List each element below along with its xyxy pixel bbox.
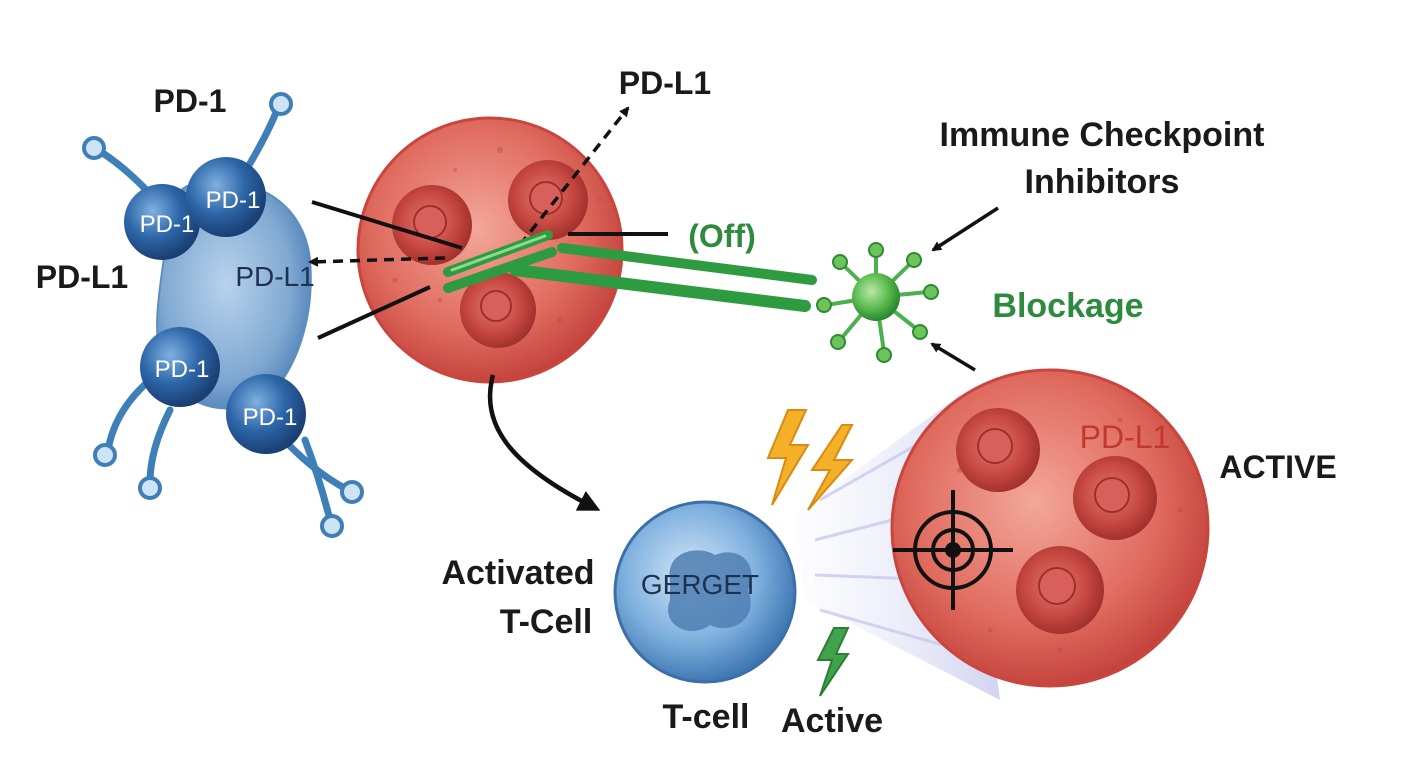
receptor-label: PD-1 — [140, 211, 195, 238]
checkpoint-inhibitor-molecule — [816, 242, 939, 363]
activated-t-cell: GERGET — [613, 500, 797, 684]
tumor-cell-center — [356, 116, 624, 384]
activated-line1: Activated — [441, 554, 594, 592]
receptor-label: PD-1 — [243, 404, 298, 431]
target-crosshair-icon — [893, 490, 1013, 610]
t-cell-with-pd1-receptors: PD-1 PD-1 PD-1 PD-1 PD-L1 — [82, 92, 364, 538]
receptor-label: PD-1 — [155, 356, 210, 383]
pdl1-left-label: PD-L1 — [36, 259, 128, 295]
lightning-icon — [766, 409, 855, 511]
tumor-cell-right: PD-L1 — [890, 368, 1210, 688]
nucleus-1 — [392, 185, 472, 265]
receptor-label: PD-1 — [206, 187, 261, 214]
receptor-1: PD-1 — [124, 184, 200, 260]
t-cell-nucleus — [668, 550, 752, 631]
nucleus-3 — [460, 272, 536, 348]
lightning-icon — [816, 627, 850, 697]
receptor-2: PD-1 — [186, 157, 266, 237]
pdl1-tumor-label: PD-L1 — [1080, 419, 1171, 455]
nucleus-c — [1016, 546, 1104, 634]
nucleus-b — [1073, 456, 1157, 540]
tcell-nucleus-label: GERGET — [641, 569, 759, 600]
nucleus-2 — [508, 160, 588, 240]
dashed-arrows — [308, 106, 630, 267]
receptor-tips — [82, 92, 364, 538]
receptor-4: PD-1 — [226, 374, 306, 454]
inhibitor-arrows — [930, 206, 999, 372]
pointer-lines-left — [311, 200, 668, 340]
receptor-3: PD-1 — [140, 327, 220, 407]
pdl1-on-cell-label: PD-L1 — [235, 261, 314, 292]
binding-rods — [443, 230, 817, 312]
activated-line2: T-Cell — [500, 603, 593, 641]
curved-arrow — [487, 374, 601, 511]
immune-checkpoint-line1: Immune Checkpoint — [940, 116, 1265, 154]
active-lower-label: Active — [781, 702, 883, 740]
nucleus-a — [956, 408, 1040, 492]
immune-checkpoint-line2: Inhibitors — [1025, 163, 1180, 201]
tcell-label: T-cell — [663, 698, 750, 736]
blockage-label: Blockage — [992, 287, 1143, 325]
off-label: (Off) — [688, 218, 756, 254]
active-upper-label: ACTIVE — [1219, 449, 1336, 485]
pd1-top-label: PD-1 — [154, 83, 227, 119]
pdl1-top-arrow-label: PD-L1 — [619, 65, 711, 101]
